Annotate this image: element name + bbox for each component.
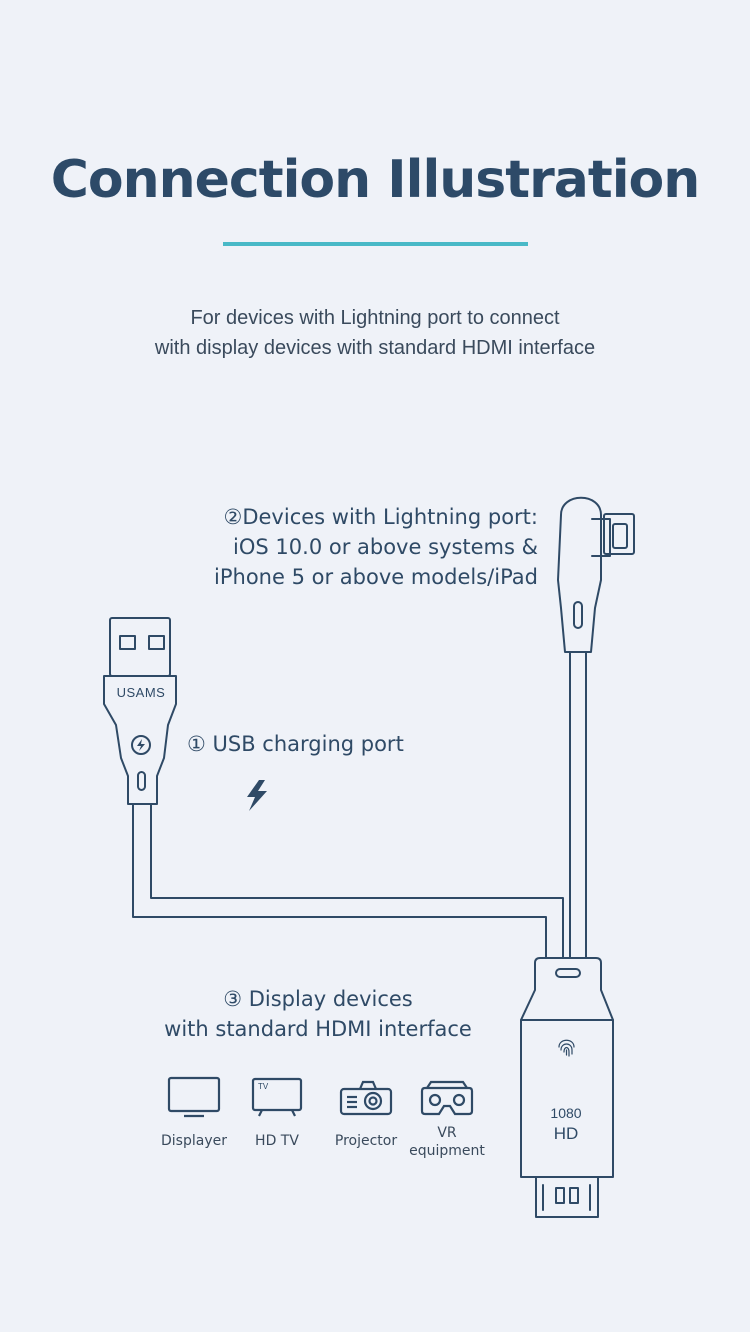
title-underline [223,242,528,246]
usb-brand: USAMS [117,685,166,700]
lightning-label-line-1: ②Devices with Lightning port: [223,505,538,529]
device-label-projector: Projector [334,1133,398,1149]
lightning-device-label: ②Devices with Lightning port: iOS 10.0 o… [214,502,538,592]
usb-cable [132,803,564,959]
fingerprint-icon [558,1039,575,1057]
subtitle: For devices with Lightning port to conne… [0,303,750,363]
subtitle-line-2: with display devices with standard HDMI … [154,337,596,359]
usb-port-label: ① USB charging port [187,732,404,756]
usb-bolt-icon [137,739,145,751]
display-devices-label: ③ Display devices with standard HDMI int… [118,984,518,1044]
lightning-connector [557,496,635,653]
projector-icon [339,1080,393,1116]
device-displayer: Displayer [158,1076,230,1150]
device-label-vr-line-1: VR [437,1125,457,1141]
device-label-hdtv: HD TV [255,1133,299,1149]
lightning-label-line-2: iOS 10.0 or above systems & [233,535,538,559]
hdmi-adapter [520,957,614,1218]
device-projector: Projector [328,1076,404,1150]
display-label-line-1: ③ Display devices [223,987,413,1011]
lightning-cable [569,651,587,959]
hdmi-resolution: 1080 [550,1105,581,1121]
charging-bolt-icon [247,780,267,811]
tv-icon: TV [251,1077,303,1117]
device-label-displayer: Displayer [161,1133,227,1149]
monitor-icon [167,1076,221,1118]
usb-connector [103,617,177,805]
tv-icon-text: TV [258,1082,269,1091]
subtitle-line-1: For devices with Lightning port to conne… [190,307,560,329]
display-label-line-2: with standard HDMI interface [164,1017,472,1041]
device-hdtv: TV HD TV [242,1076,312,1150]
vr-headset-icon [420,1080,474,1116]
device-vr: VR equipment [407,1076,487,1160]
device-label-vr-line-2: equipment [409,1143,485,1159]
hdmi-hd: HD [554,1124,579,1143]
page-title: Connection Illustration [50,150,701,210]
lightning-label-line-3: iPhone 5 or above models/iPad [214,565,538,589]
